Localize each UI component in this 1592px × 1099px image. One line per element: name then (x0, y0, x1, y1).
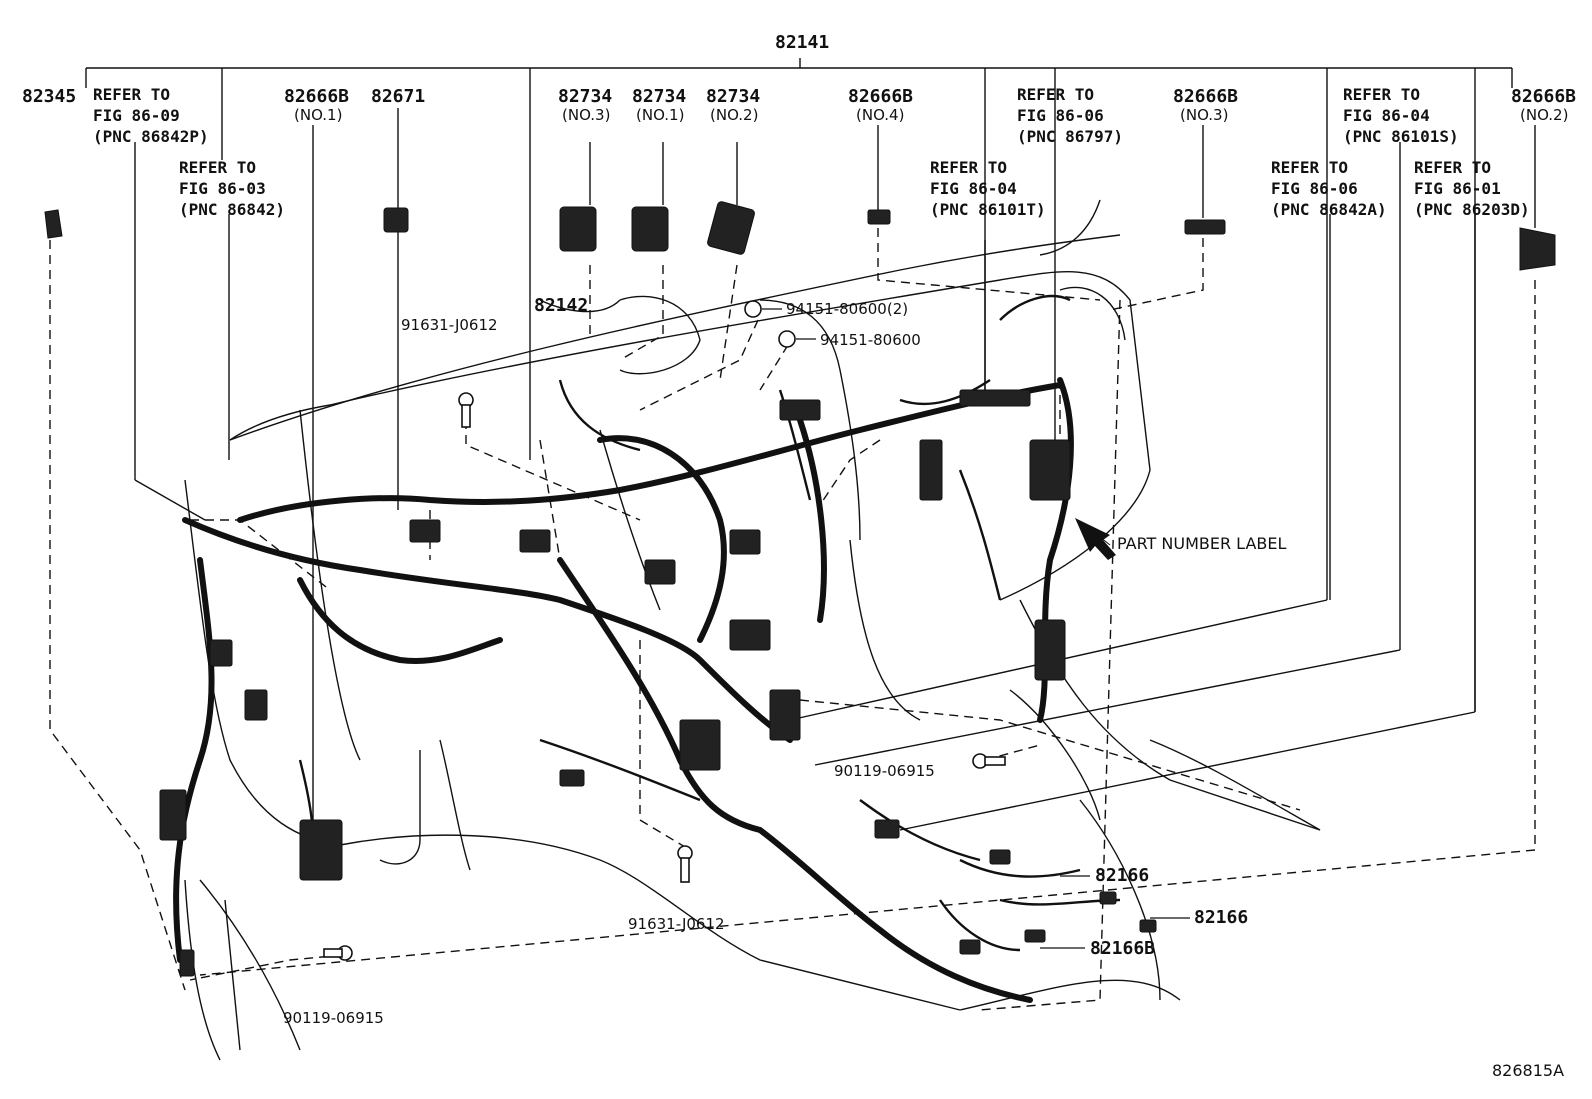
label-82166-a: 82166 (1095, 865, 1150, 886)
label-82345: 82345 (22, 86, 77, 107)
label-82666b-no1: 82666B (284, 86, 350, 107)
label-94151-80600-2: 94151-80600(2) (786, 300, 909, 318)
sub-no2-b: (NO.2) (1520, 106, 1569, 124)
label-82734-no2: 82734 (706, 86, 761, 107)
label-82166b: 82166B (1090, 938, 1156, 959)
label-94151-80600: 94151-80600 (820, 331, 921, 349)
label-90119-06915-left: 90119-06915 (283, 1009, 384, 1027)
label-82666b-no3: 82666B (1173, 86, 1239, 107)
sub-no2-a: (NO.2) (710, 106, 759, 124)
label-82734-no3: 82734 (558, 86, 613, 107)
refer-fig-86-04-mid: REFER TO FIG 86-04 (PNC 86101T) (930, 158, 1046, 219)
sub-no4: (NO.4) (856, 106, 905, 124)
label-82666b-no2: 82666B (1511, 86, 1577, 107)
label-91631-j0612-top: 91631-J0612 (401, 316, 498, 334)
refer-fig-86-04-right: REFER TO FIG 86-04 (PNC 86101S) (1343, 85, 1459, 146)
refer-fig-86-03: REFER TO FIG 86-03 (PNC 86842) (179, 158, 285, 219)
label-82666b-no4: 82666B (848, 86, 914, 107)
refer-fig-86-06-right: REFER TO FIG 86-06 (PNC 86842A) (1271, 158, 1387, 219)
refer-fig-86-01: REFER TO FIG 86-01 (PNC 86203D) (1414, 158, 1530, 219)
label-82734-no1: 82734 (632, 86, 687, 107)
label-90119-06915-right: 90119-06915 (834, 762, 935, 780)
sub-no3-b: (NO.3) (1180, 106, 1229, 124)
label-82166-b: 82166 (1194, 907, 1249, 928)
refer-fig-86-09: REFER TO FIG 86-09 (PNC 86842P) (93, 85, 209, 146)
sub-no1-b: (NO.1) (636, 106, 685, 124)
sub-no3-a: (NO.3) (562, 106, 611, 124)
sub-no1-a: (NO.1) (294, 106, 343, 124)
figure-code: 826815A (1492, 1061, 1565, 1080)
refer-fig-86-06-top: REFER TO FIG 86-06 (PNC 86797) (1017, 85, 1123, 146)
label-part-number: PART NUMBER LABEL (1117, 534, 1287, 553)
part-number-arrow (1075, 518, 1116, 560)
label-82142: 82142 (534, 295, 589, 316)
label-82671: 82671 (371, 86, 426, 107)
label-82141: 82141 (775, 32, 830, 53)
label-91631-j0612-bottom: 91631-J0612 (628, 915, 725, 933)
